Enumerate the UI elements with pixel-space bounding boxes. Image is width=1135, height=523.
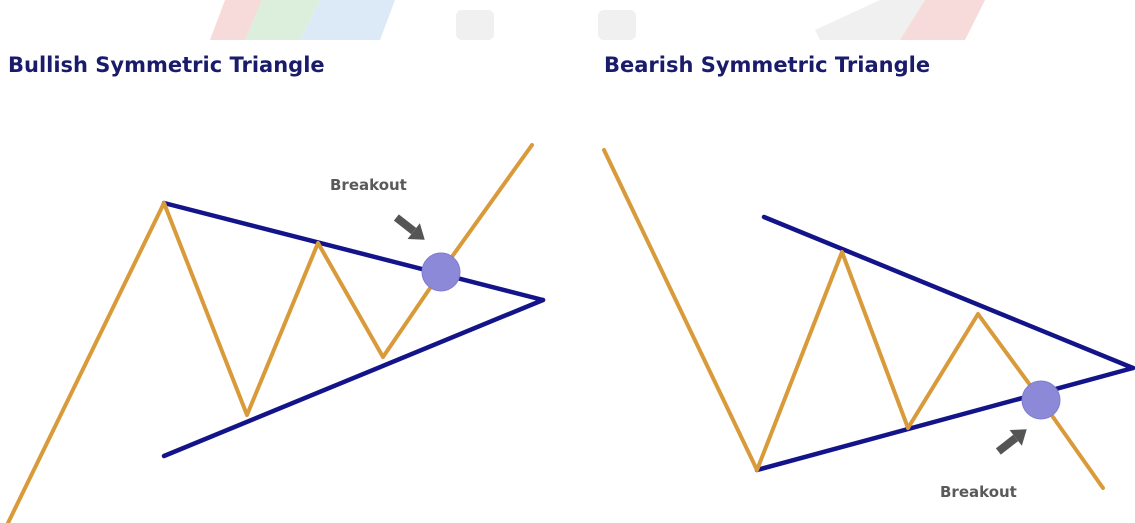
bearish-upper-trendline xyxy=(761,214,1135,371)
bg-shape-blue xyxy=(300,0,395,40)
bearish-arrow-shaft xyxy=(995,434,1019,455)
bullish-breakout-label: Breakout xyxy=(330,176,407,194)
bullish-title: Bullish Symmetric Triangle xyxy=(8,53,325,77)
bullish-price-line xyxy=(6,143,534,523)
bg-shape-gray-3 xyxy=(815,0,925,40)
bullish-panel: Bullish Symmetric Triangle Breakout xyxy=(6,53,546,523)
bg-shape-red-2 xyxy=(900,0,985,40)
bearish-breakout-arrow-icon xyxy=(995,429,1027,455)
bearish-breakout-marker xyxy=(1021,380,1061,420)
bearish-breakout-label: Breakout xyxy=(940,483,1017,501)
bullish-breakout-arrow-icon xyxy=(393,214,425,240)
bearish-title: Bearish Symmetric Triangle xyxy=(604,53,930,77)
bullish-breakout-marker xyxy=(421,252,461,292)
bullish-lower-trendline xyxy=(161,297,546,459)
bearish-price-line xyxy=(602,148,1105,490)
bullish-upper-trendline xyxy=(161,200,546,303)
bearish-arrow-head xyxy=(1009,429,1027,446)
background-decoration xyxy=(210,0,985,40)
bearish-panel: Bearish Symmetric Triangle Breakout xyxy=(602,53,1135,501)
bg-shape-green xyxy=(245,0,320,40)
bullish-arrow-head xyxy=(407,223,425,240)
bg-shape-gray-1 xyxy=(456,10,494,40)
bg-shape-gray-2 xyxy=(598,10,636,40)
bullish-arrow-shaft xyxy=(393,214,417,235)
bearish-lower-trendline xyxy=(754,365,1135,473)
bg-shape-red xyxy=(210,0,262,40)
